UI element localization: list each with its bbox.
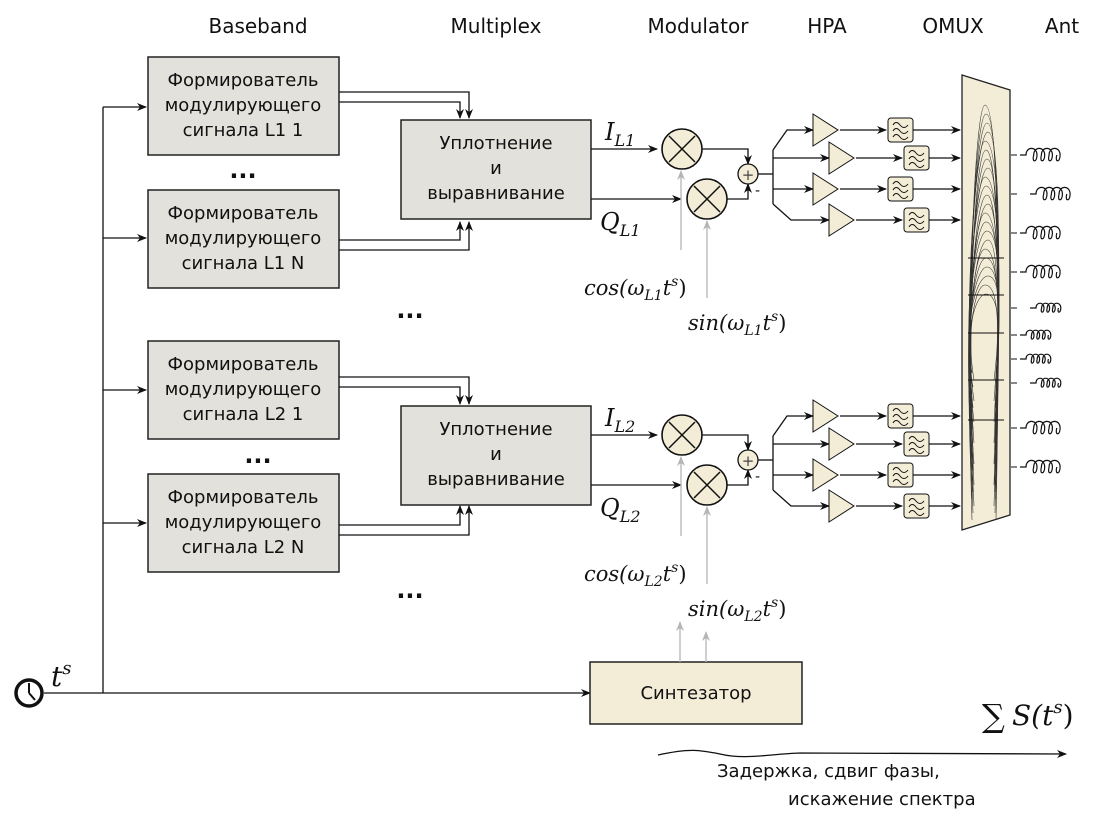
baseband-block-l1-1[interactable]: Формирователь модулирующего сигнала L1 1 <box>147 56 340 156</box>
antenna-helix-icon <box>1011 186 1071 201</box>
cos-label: cos(ωL1ts) <box>584 274 687 304</box>
mixer-icon <box>661 414 703 456</box>
baseband-block-l1-n[interactable]: Формирователь модулирующего сигнала L1 N <box>147 189 340 289</box>
svg-text:+: + <box>742 452 755 470</box>
synth-lo-links <box>676 621 710 662</box>
bandpass-filter-icon <box>887 403 914 429</box>
channel-note-line1: Задержка, сдвиг фазы, <box>717 761 940 782</box>
header-baseband: Baseband <box>208 14 307 38</box>
svg-text:Формирователь: Формирователь <box>168 203 319 224</box>
hpa-amplifier-icon <box>828 427 855 461</box>
bandpass-filter-icon <box>887 176 914 202</box>
svg-text:и: и <box>490 158 502 179</box>
sin-label: sin(ωL2ts) <box>688 595 786 625</box>
svg-text:+: + <box>742 166 755 184</box>
ellipsis-bottom: ... <box>396 576 423 604</box>
mixer-icon <box>686 464 728 506</box>
bandpass-filter-icon <box>887 117 914 143</box>
mixer-icon <box>661 128 703 170</box>
antenna-helix-icon <box>1011 329 1052 340</box>
antenna-helix-icon <box>1011 353 1052 364</box>
hpa-amplifier-icon <box>812 458 839 492</box>
svg-text:и: и <box>490 444 502 465</box>
antenna-helix-icon <box>1011 459 1061 474</box>
svg-text:модулирующего: модулирующего <box>165 228 322 249</box>
channel-arrow <box>657 749 1067 758</box>
bandpass-filter-icon <box>903 493 930 519</box>
bandpass-filter-icon <box>887 462 914 488</box>
antenna-helix-icon <box>1011 264 1061 279</box>
svg-text:сигнала L1 1: сигнала L1 1 <box>183 120 304 141</box>
svg-text:-: - <box>755 469 760 485</box>
antenna-helix-icon <box>1011 420 1061 435</box>
ellipsis-l2: ... <box>244 441 271 469</box>
synthesizer-block[interactable]: Синтезатор <box>589 661 803 725</box>
svg-text:Уплотнение: Уплотнение <box>439 133 552 154</box>
svg-text:Формирователь: Формирователь <box>168 70 319 91</box>
antenna-helix-icon <box>1011 147 1061 162</box>
clock-icon <box>14 678 44 708</box>
ellipsis-l1: ... <box>229 156 256 184</box>
hpa-amplifier-icon <box>812 399 839 433</box>
mux-block-l1[interactable]: Уплотнение и выравнивание <box>400 119 592 220</box>
i-label: IL1 <box>604 118 635 150</box>
bandpass-filter-icon <box>903 431 930 457</box>
svg-text:модулирующего: модулирующего <box>165 512 322 533</box>
i-label: IL2 <box>604 404 635 436</box>
svg-text:модулирующего: модулирующего <box>165 95 322 116</box>
svg-text:сигнала L2 1: сигнала L2 1 <box>183 404 304 425</box>
clock-bus <box>44 103 591 697</box>
antenna-helix-icon <box>1011 377 1062 388</box>
q-label: QL2 <box>600 494 641 526</box>
svg-text:сигнала L1 N: сигнала L1 N <box>182 253 305 274</box>
antenna-helix-icon <box>1011 225 1061 240</box>
header-ant: Ant <box>1045 14 1079 38</box>
svg-text:Уплотнение: Уплотнение <box>439 419 552 440</box>
baseband-mux-links <box>339 91 473 536</box>
summer-icon: +- <box>737 163 760 199</box>
baseband-block-l2-1[interactable]: Формирователь модулирующего сигнала L2 1 <box>147 340 340 440</box>
mux-block-l2[interactable]: Уплотнение и выравнивание <box>400 405 592 506</box>
ellipsis-mid: ... <box>396 296 423 324</box>
sum-symbol: ∑ <box>982 697 1005 735</box>
channel-note-line2: искажение спектра <box>788 789 976 810</box>
svg-text:Формирователь: Формирователь <box>168 487 319 508</box>
baseband-block-l2-n[interactable]: Формирователь модулирующего сигнала L2 N <box>147 473 340 573</box>
antenna-helix-icon <box>1011 302 1062 313</box>
clock-label: ts <box>51 658 72 693</box>
hpa-amplifier-icon <box>828 489 855 523</box>
sin-label: sin(ωL1ts) <box>688 309 786 339</box>
svg-text:выравнивание: выравнивание <box>427 183 565 204</box>
hpa-amplifier-icon <box>812 172 839 206</box>
header-modulator: Modulator <box>648 14 750 38</box>
hpa-amplifier-icon <box>828 203 855 237</box>
q-label: QL1 <box>600 208 641 240</box>
header-multiplex: Multiplex <box>451 14 542 38</box>
svg-text:-: - <box>755 183 760 199</box>
svg-text:Формирователь: Формирователь <box>168 354 319 375</box>
bandpass-filter-icon <box>903 145 930 171</box>
svg-text:сигнала L2 N: сигнала L2 N <box>182 537 305 558</box>
svg-text:Синтезатор: Синтезатор <box>640 683 751 704</box>
svg-text:выравнивание: выравнивание <box>427 469 565 490</box>
bandpass-filter-icon <box>903 207 930 233</box>
header-hpa: HPA <box>807 14 847 38</box>
mixer-icon <box>686 178 728 220</box>
summer-icon: +- <box>737 449 760 485</box>
header-omux: OMUX <box>922 14 984 38</box>
cos-label: cos(ωL2ts) <box>584 560 687 590</box>
hpa-amplifier-icon <box>828 141 855 175</box>
hpa-amplifier-icon <box>812 113 839 147</box>
output-signal-label: S(ts) <box>1012 697 1074 732</box>
omux-panel <box>961 74 1011 531</box>
svg-text:модулирующего: модулирующего <box>165 379 322 400</box>
